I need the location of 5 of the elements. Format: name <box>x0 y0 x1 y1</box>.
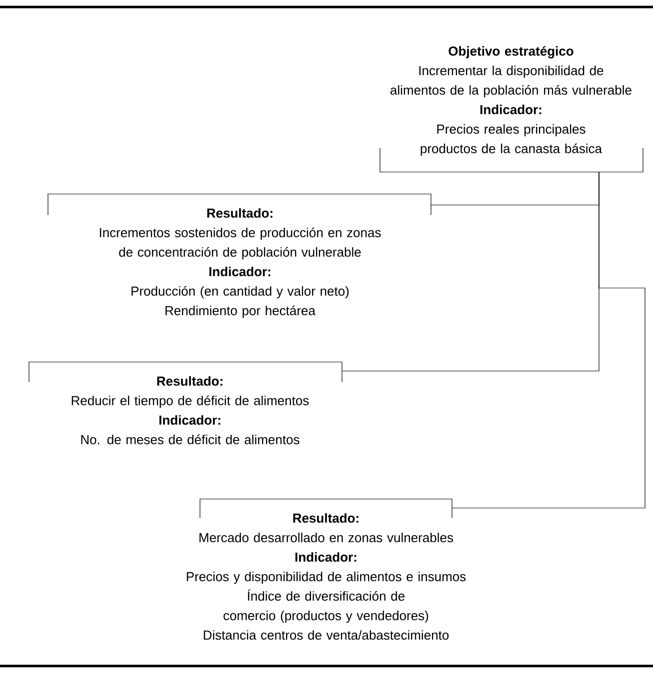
bracket-box: Resultado: Mercado desarrollado en zonas vulnerables Indicador: Precios y disponibilidad de alimentos e insumos Índice de diversificación de comercio (productos y vendedores) Distancia centros de venta/abastecimiento <box>186 498 466 640</box>
connector-line <box>452 172 646 508</box>
bracket-box: Resultado: Reducir el tiempo de déficit de alimentos Indicador: No. de meses de déficit de alimentos <box>28 362 342 444</box>
bracket-box: Objetivo estratégico Incrementar la disponibilidad de alimentos de la población más vulnerable Indicador: Precios reales principales productos de la canasta básica <box>380 46 644 172</box>
bracket-box: Resultado: Incrementos sostenidos de producción en zonas de concentración de población vulnerable Indicador: Producción (en cantidad y valor neto) Rendimiento por hectárea <box>48 194 432 318</box>
